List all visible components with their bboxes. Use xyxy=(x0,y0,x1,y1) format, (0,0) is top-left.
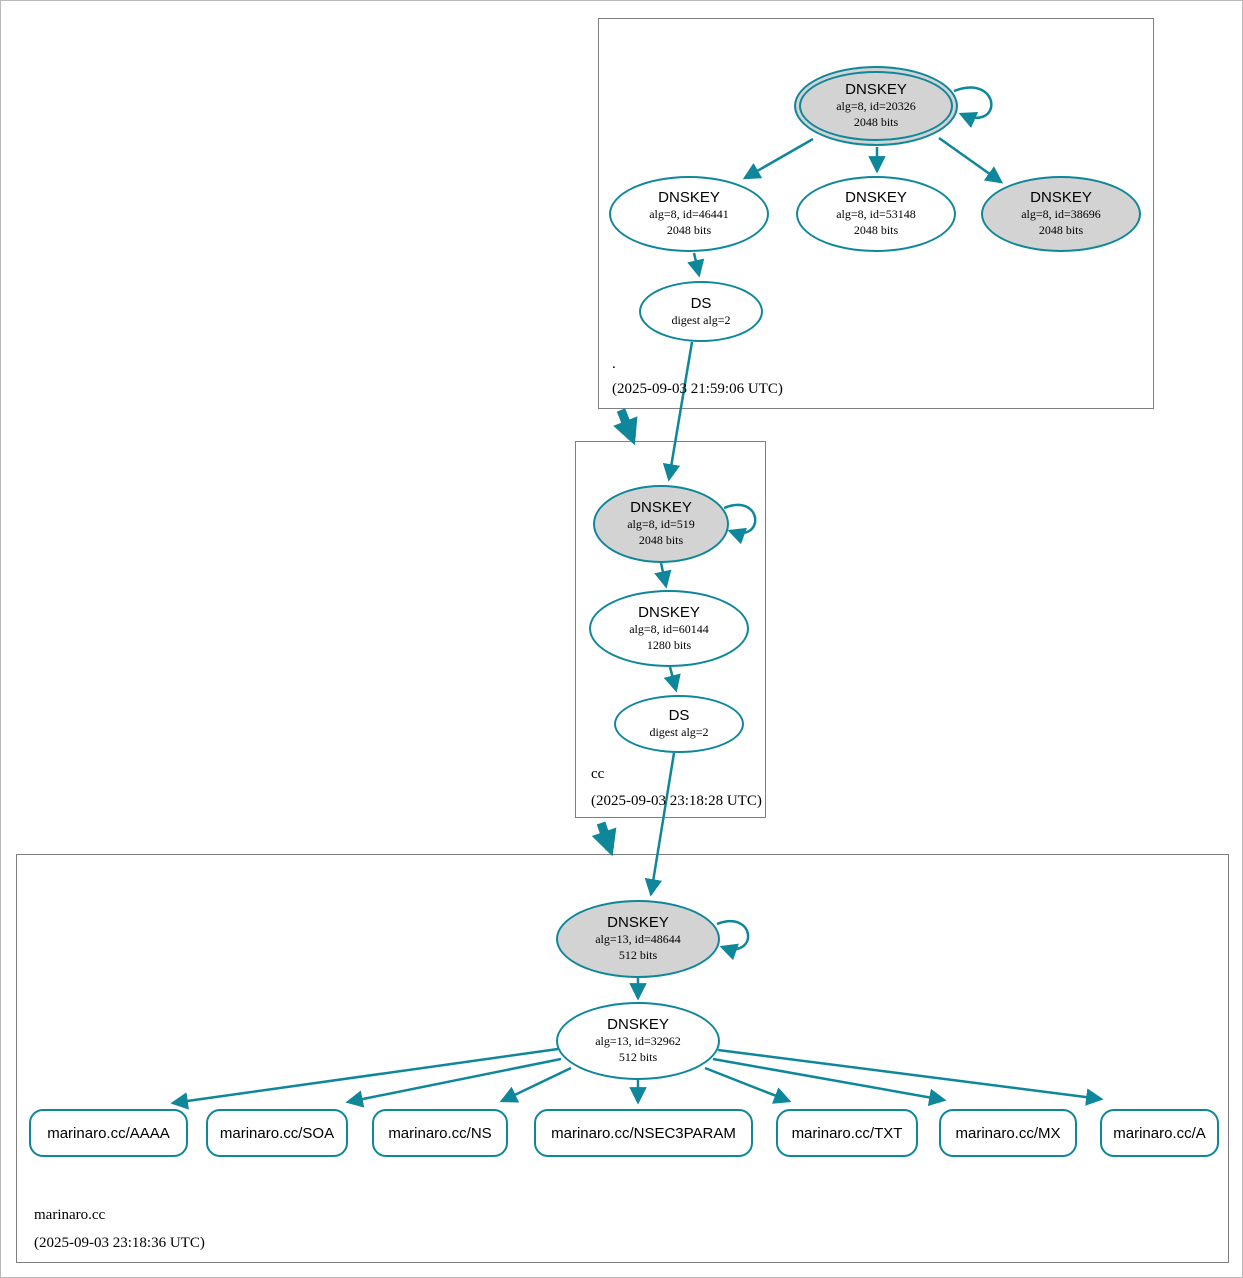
zone-name-root: . xyxy=(612,356,616,372)
dnskey-title: DNSKEY xyxy=(1030,189,1092,207)
zone-timestamp-marinaro-cc: (2025-09-03 23:18:36 UTC) xyxy=(34,1235,205,1251)
zone-name-cc: cc xyxy=(591,766,605,782)
dnskey-alg-id: alg=8, id=519 xyxy=(627,517,695,532)
dnskey-title: DNSKEY xyxy=(845,189,907,207)
ds-node-root[interactable]: DS digest alg=2 xyxy=(639,281,763,342)
rrset-label: marinaro.cc/A xyxy=(1113,1124,1206,1142)
ds-node-cc[interactable]: DS digest alg=2 xyxy=(614,695,744,753)
rrset-label: marinaro.cc/NS xyxy=(388,1124,492,1142)
dnskey-alg-id: alg=13, id=48644 xyxy=(595,932,681,947)
dnskey-node-marinaro-zsk-32962[interactable]: DNSKEY alg=13, id=32962 512 bits xyxy=(556,1002,720,1080)
zone-box-root xyxy=(598,18,1154,409)
dnskey-bits: 512 bits xyxy=(618,1050,658,1064)
zone-timestamp-cc: (2025-09-03 23:18:28 UTC) xyxy=(591,793,762,809)
dnskey-title: DNSKEY xyxy=(845,81,907,99)
dnskey-node-root-53148[interactable]: DNSKEY alg=8, id=53148 2048 bits xyxy=(796,176,956,252)
dnskey-title: DNSKEY xyxy=(607,1016,669,1034)
edge-delegation-root-to-cc xyxy=(613,408,638,446)
ds-title: DS xyxy=(668,707,690,725)
dnskey-alg-id: alg=8, id=60144 xyxy=(629,621,709,636)
rrset-node-aaaa[interactable]: marinaro.cc/AAAA xyxy=(29,1109,188,1157)
dnskey-bits: 512 bits xyxy=(618,948,658,962)
rrset-node-txt[interactable]: marinaro.cc/TXT xyxy=(776,1109,918,1157)
rrset-label: marinaro.cc/AAAA xyxy=(47,1124,170,1142)
zone-name-marinaro-cc: marinaro.cc xyxy=(34,1207,106,1223)
dnskey-title: DNSKEY xyxy=(607,914,669,932)
dnskey-title: DNSKEY xyxy=(638,603,700,621)
dnskey-alg-id: alg=8, id=53148 xyxy=(836,207,916,222)
dnskey-alg-id: alg=13, id=32962 xyxy=(595,1034,681,1049)
dnskey-bits: 2048 bits xyxy=(853,115,899,129)
rrset-node-mx[interactable]: marinaro.cc/MX xyxy=(939,1109,1077,1157)
dnskey-bits: 2048 bits xyxy=(1038,223,1084,237)
dnskey-node-root-46441[interactable]: DNSKEY alg=8, id=46441 2048 bits xyxy=(609,176,769,252)
rrset-node-ns[interactable]: marinaro.cc/NS xyxy=(372,1109,508,1157)
rrset-node-a[interactable]: marinaro.cc/A xyxy=(1100,1109,1219,1157)
rrset-node-nsec3param[interactable]: marinaro.cc/NSEC3PARAM xyxy=(534,1109,753,1157)
zone-timestamp-root: (2025-09-03 21:59:06 UTC) xyxy=(612,381,783,397)
dnskey-alg-id: alg=8, id=38696 xyxy=(1021,207,1101,222)
dnskey-node-root-ksk-20326[interactable]: DNSKEY alg=8, id=20326 2048 bits xyxy=(794,66,958,146)
ds-title: DS xyxy=(690,294,712,312)
dnskey-alg-id: alg=8, id=46441 xyxy=(649,207,729,222)
dnskey-bits: 1280 bits xyxy=(646,637,692,652)
dnskey-node-root-38696[interactable]: DNSKEY alg=8, id=38696 2048 bits xyxy=(981,176,1141,252)
dnskey-alg-id: alg=8, id=20326 xyxy=(836,99,916,114)
dnskey-bits: 2048 bits xyxy=(638,533,684,547)
dnskey-node-cc-ksk-519[interactable]: DNSKEY alg=8, id=519 2048 bits xyxy=(593,485,729,563)
dnskey-title: DNSKEY xyxy=(658,189,720,207)
dnskey-node-marinaro-ksk-48644[interactable]: DNSKEY alg=13, id=48644 512 bits xyxy=(556,900,720,978)
zone-box-marinaro-cc xyxy=(16,854,1229,1263)
ds-digest-alg: digest alg=2 xyxy=(649,725,709,740)
dnskey-title: DNSKEY xyxy=(630,499,692,517)
rrset-node-soa[interactable]: marinaro.cc/SOA xyxy=(206,1109,348,1157)
edge-delegation-cc-to-marinaro xyxy=(591,821,617,857)
dnskey-node-cc-60144[interactable]: DNSKEY alg=8, id=60144 1280 bits xyxy=(589,590,749,667)
rrset-label: marinaro.cc/MX xyxy=(955,1124,1061,1142)
ds-digest-alg: digest alg=2 xyxy=(671,312,731,327)
rrset-label: marinaro.cc/NSEC3PARAM xyxy=(551,1124,736,1142)
dnskey-bits: 2048 bits xyxy=(853,223,899,237)
rrset-label: marinaro.cc/TXT xyxy=(791,1124,903,1142)
rrset-label: marinaro.cc/SOA xyxy=(219,1124,335,1142)
dnskey-bits: 2048 bits xyxy=(666,223,712,237)
